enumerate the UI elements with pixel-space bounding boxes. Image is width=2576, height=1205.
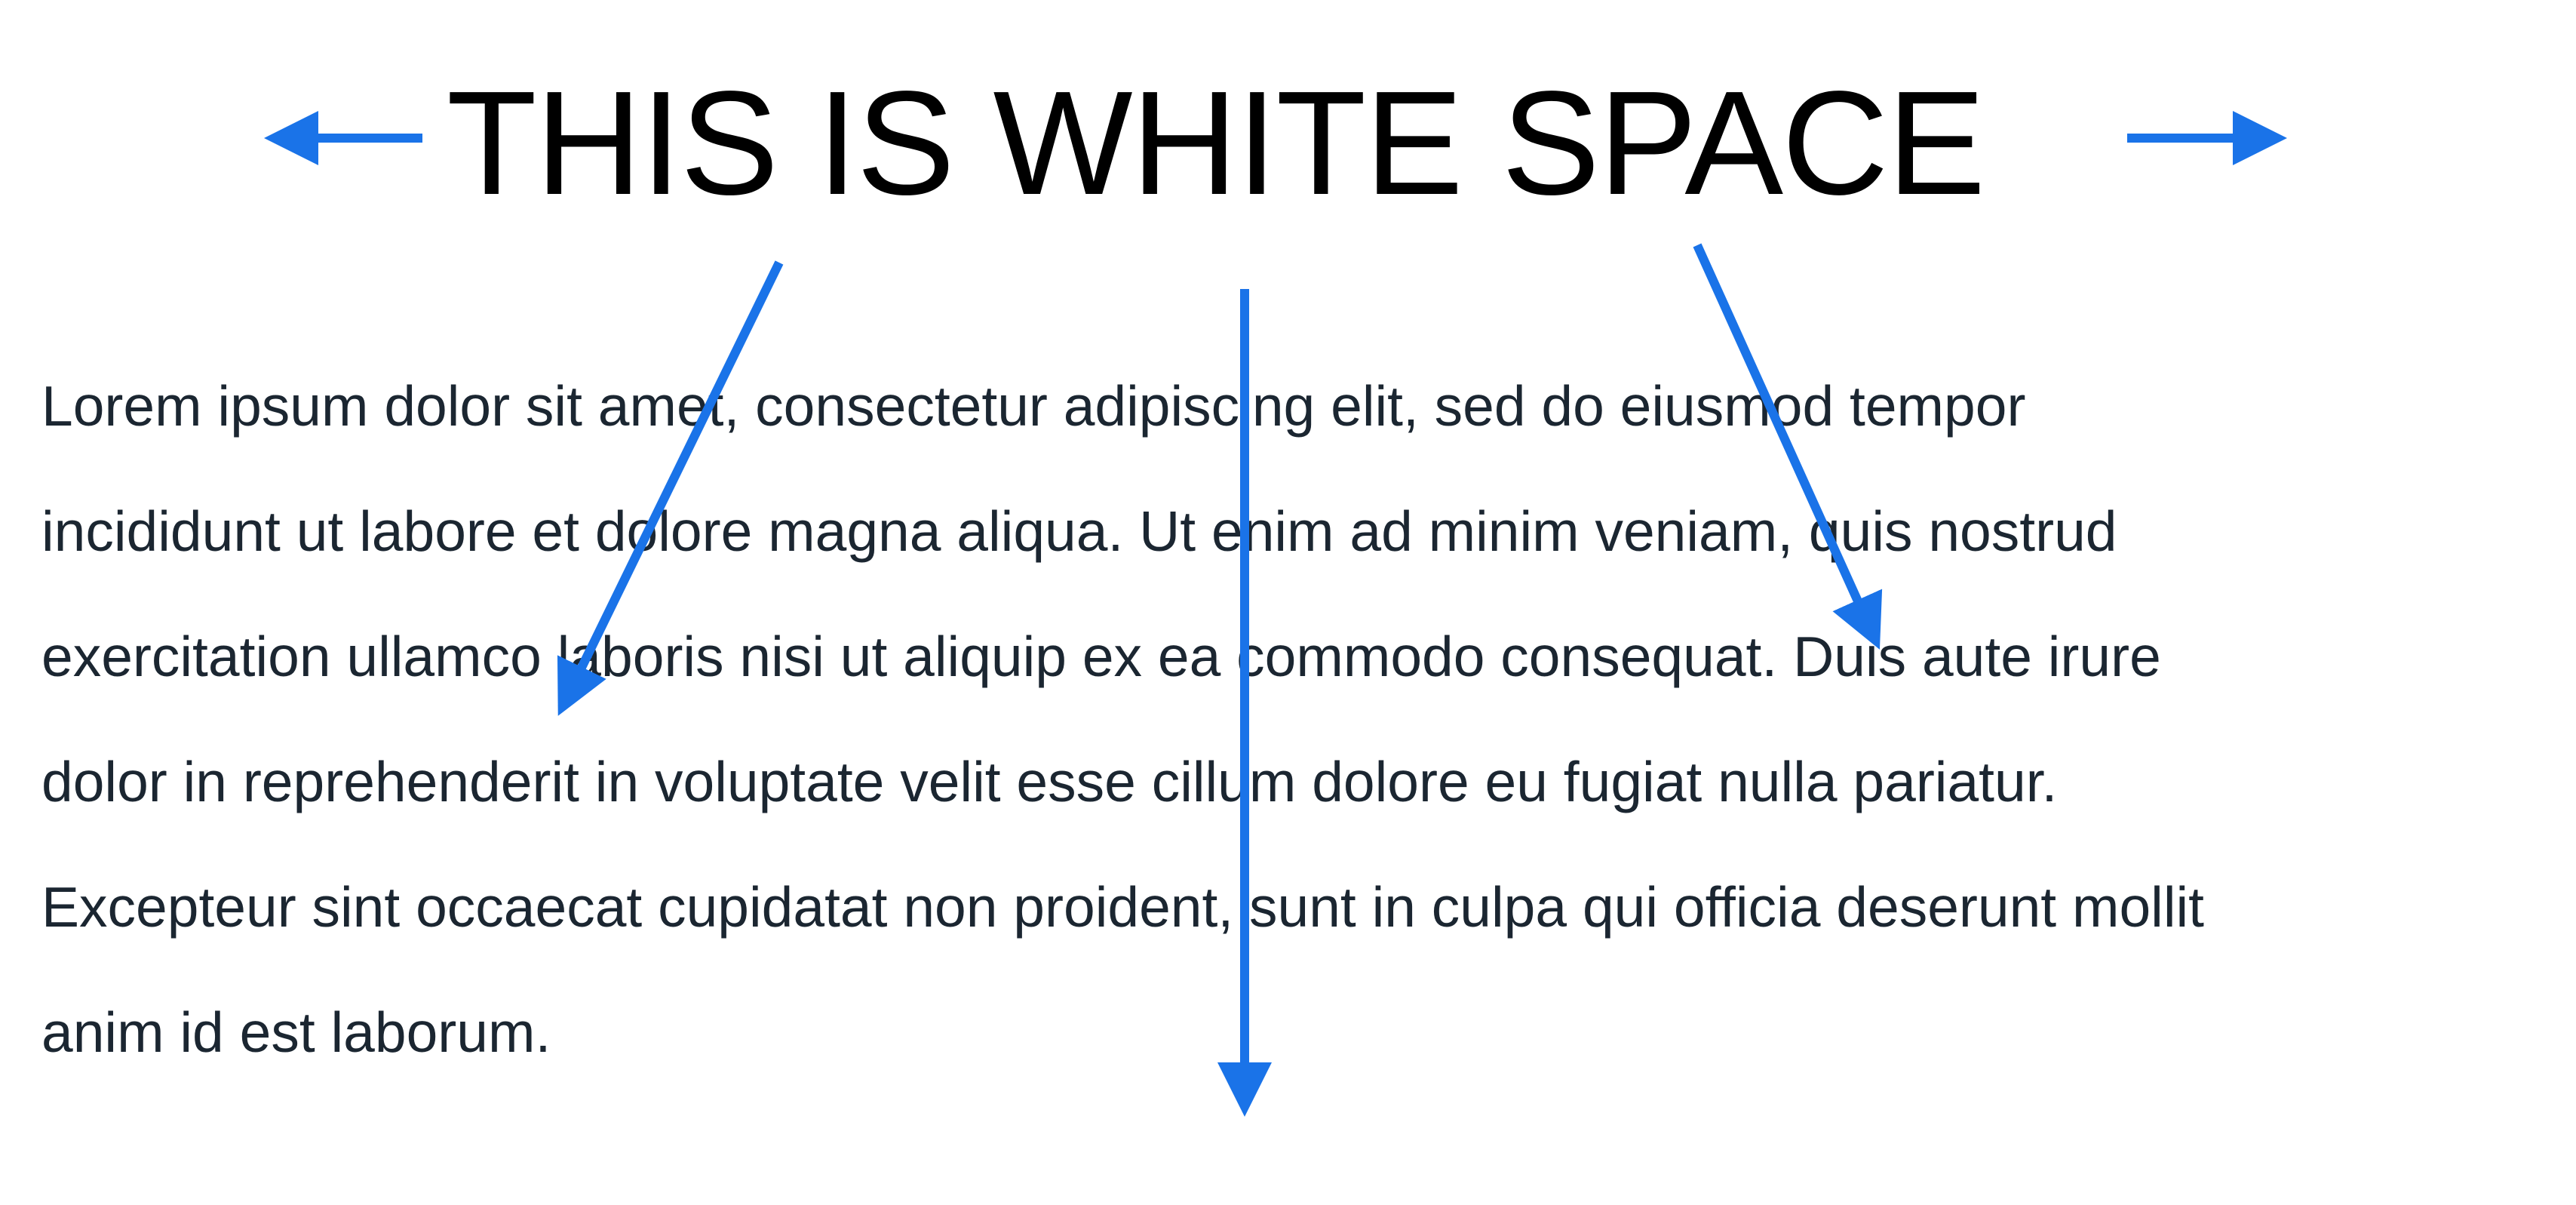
body-line: exercitation ullamco laboris nisi ut ali… <box>41 625 2161 688</box>
diagram-title: THIS IS WHITE SPACE <box>447 60 1985 226</box>
body-line: anim id est laborum. <box>41 1001 551 1064</box>
body-line: dolor in reprehenderit in voluptate veli… <box>41 750 2058 813</box>
body-line: Excepteur sint occaecat cupidatat non pr… <box>41 875 2204 939</box>
body-paragraph: Lorem ipsum dolor sit amet, consectetur … <box>41 343 2531 1095</box>
body-line: incididunt ut labore et dolore magna ali… <box>41 500 2117 563</box>
body-line: Lorem ipsum dolor sit amet, consectetur … <box>41 374 2026 438</box>
